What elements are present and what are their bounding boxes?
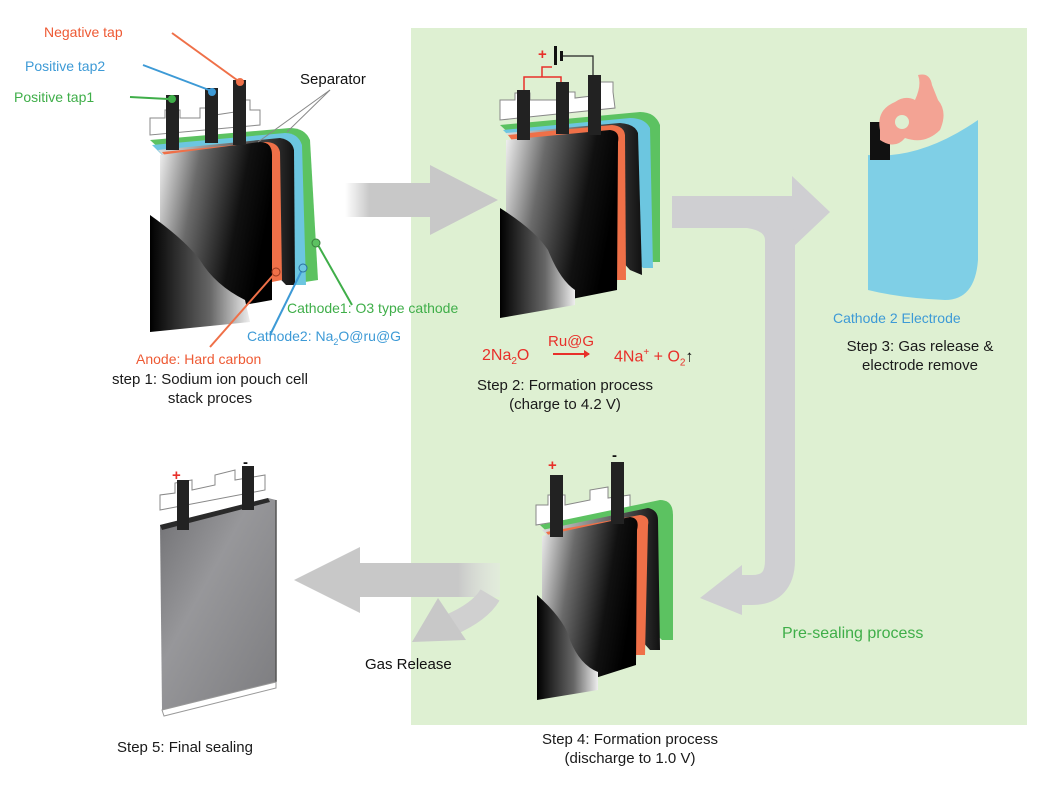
positive-tap2-label: Positive tap2 bbox=[25, 58, 106, 74]
step3-title-line2: electrode remove bbox=[862, 357, 978, 374]
step4-pouch-cell bbox=[535, 462, 673, 700]
step3-caption: Step 3: Gas release & electrode remove bbox=[820, 337, 1020, 375]
arrow-step2-down-to-step4 bbox=[700, 197, 795, 615]
eq-product1-prefix: 4Na bbox=[614, 348, 644, 366]
step4-title-line1: Step 4: Formation process bbox=[542, 731, 718, 748]
cathode2-label-sub: 2 bbox=[333, 336, 339, 347]
cathode2-label: Cathode2: Na2O@ru@G bbox=[247, 329, 401, 347]
step2-caption: Step 2: Formation process (charge to 4.2… bbox=[460, 376, 670, 414]
step5-caption: Step 5: Final sealing bbox=[117, 739, 253, 756]
eq-reactant-suffix: O bbox=[516, 347, 530, 364]
eq-reactant-sub: 2 bbox=[511, 356, 517, 368]
gas-release-label: Gas Release bbox=[365, 656, 452, 673]
pre-sealing-label: Pre-sealing process bbox=[782, 625, 924, 642]
step4-caption: Step 4: Formation process (discharge to … bbox=[520, 730, 740, 768]
step5-sealed-cell bbox=[159, 466, 277, 717]
separator-label: Separator bbox=[300, 71, 366, 88]
negative-tap-label: Negative tap bbox=[44, 24, 123, 40]
step1-title-line2: stack proces bbox=[167, 390, 253, 407]
hand-icon bbox=[879, 74, 944, 145]
eq-reactant-prefix: 2Na bbox=[482, 347, 512, 364]
eq-product1-sup: + bbox=[643, 347, 650, 358]
step2-title-line2: (charge to 4.2 V) bbox=[509, 396, 621, 413]
step2-title-line1: Step 2: Formation process bbox=[477, 377, 653, 394]
step1-title-line1: step 1: Sodium ion pouch cell bbox=[112, 371, 308, 388]
step2-pouch-cell bbox=[499, 46, 660, 318]
cathode2-label-prefix: Cathode2: Na bbox=[247, 328, 334, 344]
step4-plus-sign: + bbox=[548, 457, 557, 474]
reaction-arrow-line bbox=[553, 353, 589, 355]
eq-plus-o: + O bbox=[649, 348, 680, 366]
cathode2-electrode-label: Cathode 2 Electrode bbox=[833, 310, 961, 326]
step3-title-line1: Step 3: Gas release & bbox=[846, 338, 994, 355]
catalyst-label: Ru@G bbox=[548, 333, 595, 350]
battery-plus-sign: + bbox=[538, 46, 547, 63]
anode-label: Anode: Hard carbon bbox=[136, 351, 262, 367]
eq-product2-sub: 2 bbox=[679, 357, 686, 369]
cathode1-label: Cathode1: O3 type cathode bbox=[287, 300, 459, 316]
cathode2-label-suffix: O@ru@G bbox=[338, 328, 402, 344]
arrow-step1-to-step2 bbox=[345, 165, 498, 235]
arrow-step4-to-step5 bbox=[294, 547, 500, 613]
step4-minus-sign: - bbox=[612, 447, 617, 464]
step1-leader-lines bbox=[129, 32, 353, 348]
reaction-arrow-head bbox=[584, 350, 590, 358]
gas-release-arrow bbox=[412, 588, 500, 642]
step5-plus-sign: + bbox=[172, 467, 181, 484]
step1-caption: step 1: Sodium ion pouch cell stack proc… bbox=[95, 370, 325, 408]
reaction-equation: 2Na2O bbox=[482, 347, 529, 367]
step1-pouch-cell bbox=[149, 78, 318, 332]
step4-title-line2: (discharge to 1.0 V) bbox=[564, 750, 696, 767]
gas-up-arrow-icon: ↑ bbox=[685, 348, 694, 366]
positive-tap1-label: Positive tap1 bbox=[14, 89, 95, 105]
reaction-products: 4Na+ + O2↑ bbox=[614, 347, 693, 369]
cathode2-electrode-sheet bbox=[868, 120, 978, 300]
step5-minus-sign: - bbox=[243, 454, 248, 471]
